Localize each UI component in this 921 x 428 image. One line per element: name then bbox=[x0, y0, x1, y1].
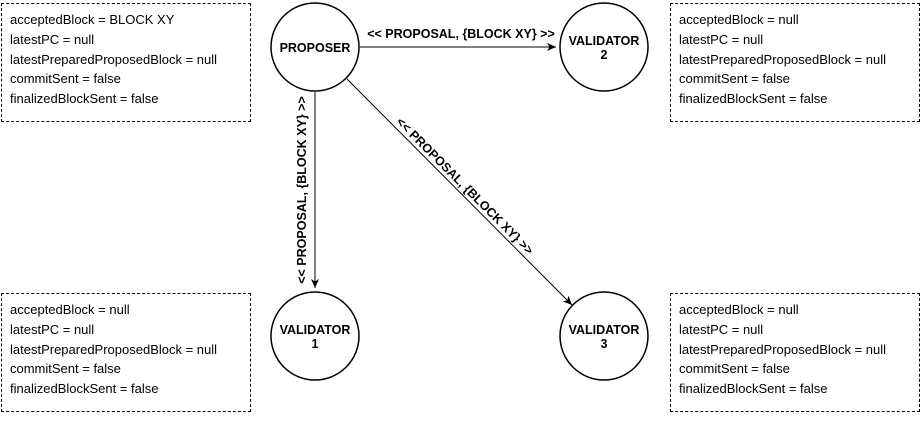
validator-2-state-box: acceptedBlock = null latestPC = null lat… bbox=[670, 3, 920, 122]
state-line: acceptedBlock = BLOCK XY bbox=[10, 12, 175, 27]
state-line: finalizedBlockSent = false bbox=[679, 381, 828, 397]
edge-label-to-validator-2: << PROPOSAL, {BLOCK XY} >> bbox=[367, 27, 555, 41]
state-line: latestPreparedProposedBlock = null bbox=[10, 341, 218, 357]
proposer-node: PROPOSER bbox=[270, 2, 360, 92]
validator-3-label-line2: 3 bbox=[601, 337, 608, 351]
edge-label-to-validator-1: << PROPOSAL, {BLOCK XY} >> bbox=[295, 96, 309, 284]
state-line: commitSent = false bbox=[679, 361, 790, 377]
validator-3-node: VALIDATOR 3 bbox=[559, 291, 649, 381]
state-line: finalizedBlockSent = false bbox=[10, 91, 159, 107]
state-line: latestPreparedProposedBlock = null bbox=[679, 51, 887, 67]
edge-proposer-to-validator-3 bbox=[346, 78, 573, 306]
validator-1-label-line1: VALIDATOR bbox=[280, 323, 351, 337]
validator-3-label-line1: VALIDATOR bbox=[569, 323, 640, 337]
state-line: latestPC = null bbox=[10, 31, 95, 47]
state-line: acceptedBlock = null bbox=[679, 12, 799, 27]
state-line: commitSent = false bbox=[10, 361, 121, 377]
state-line: acceptedBlock = null bbox=[679, 302, 799, 317]
validator-1-state-box: acceptedBlock = null latestPC = null lat… bbox=[1, 293, 251, 412]
validator-2-label-line2: 2 bbox=[601, 48, 608, 62]
state-line: latestPC = null bbox=[679, 31, 764, 47]
state-line: finalizedBlockSent = false bbox=[10, 381, 159, 397]
validator-1-node: VALIDATOR 1 bbox=[270, 291, 360, 381]
edge-label-to-validator-3: << PROPOSAL, {BLOCK XY} >> bbox=[394, 115, 537, 258]
state-line: commitSent = false bbox=[679, 71, 790, 87]
state-line: finalizedBlockSent = false bbox=[679, 91, 828, 107]
state-line: acceptedBlock = null bbox=[10, 302, 130, 317]
state-line: latestPC = null bbox=[679, 321, 764, 337]
validator-1-label-line2: 1 bbox=[312, 337, 319, 351]
proposer-label: PROPOSER bbox=[280, 41, 351, 55]
state-line: latestPC = null bbox=[10, 321, 95, 337]
validator-2-node: VALIDATOR 2 bbox=[559, 2, 649, 92]
validator-3-state-box: acceptedBlock = null latestPC = null lat… bbox=[670, 293, 920, 412]
state-line: latestPreparedProposedBlock = null bbox=[10, 51, 218, 67]
state-line: commitSent = false bbox=[10, 71, 121, 87]
validator-2-label-line1: VALIDATOR bbox=[569, 34, 640, 48]
proposer-state-box: acceptedBlock = BLOCK XY latestPC = null… bbox=[1, 3, 251, 122]
state-line: latestPreparedProposedBlock = null bbox=[679, 341, 887, 357]
